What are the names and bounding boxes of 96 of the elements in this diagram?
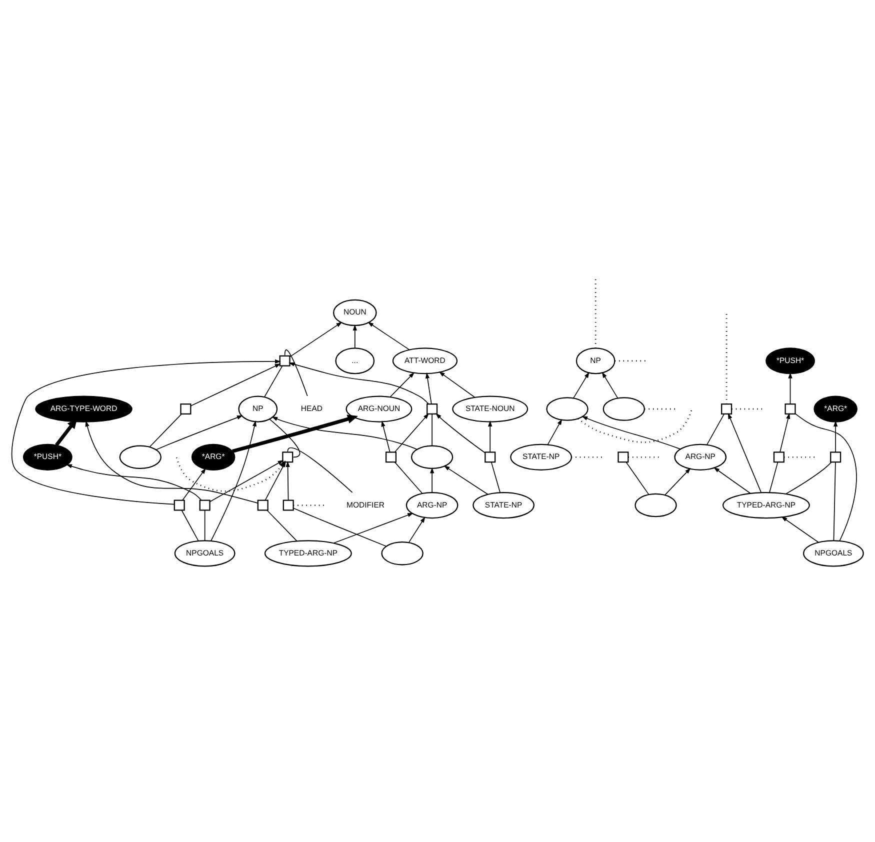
connector (490, 461, 501, 492)
arrow (664, 467, 691, 495)
node-ellipse: NPGOALS (174, 540, 236, 566)
arrow (728, 412, 762, 492)
node-ellipse (381, 541, 424, 565)
connector (571, 456, 602, 458)
node-box (426, 402, 438, 414)
arrow (602, 371, 618, 398)
arrow (288, 362, 429, 404)
arrow (438, 371, 476, 398)
node-ellipse: NP (576, 347, 616, 374)
arrow (582, 416, 681, 449)
connector (284, 348, 308, 396)
node-box (282, 451, 294, 462)
connector (769, 461, 778, 492)
connector (266, 509, 298, 541)
arrow (85, 420, 258, 504)
node-ellipse: ARG-TYPE-WORD (35, 395, 132, 422)
node-ellipse: ... (335, 347, 375, 374)
connector (732, 408, 762, 410)
connector (644, 408, 676, 410)
connector (149, 413, 182, 447)
node-ellipse: NPGOALS (803, 540, 864, 566)
node-box (180, 402, 192, 414)
node-box (484, 451, 496, 462)
node-ellipse (634, 492, 677, 517)
arrow (381, 420, 390, 452)
node-box (199, 499, 210, 510)
connector (786, 461, 832, 494)
connector (292, 507, 387, 546)
connector (293, 504, 324, 506)
node-box (830, 451, 842, 462)
arrow (488, 420, 492, 452)
arrow (430, 466, 434, 492)
node-box (282, 499, 294, 510)
node-box (773, 451, 784, 462)
connector (394, 461, 423, 494)
node-box (784, 402, 796, 414)
node-box (174, 499, 185, 510)
node-box (721, 402, 732, 414)
node-box (257, 499, 268, 510)
arrow (368, 321, 410, 350)
connector (614, 360, 646, 362)
connector (181, 509, 199, 541)
node-box (279, 354, 290, 366)
arrow (547, 418, 562, 445)
arrow (444, 464, 488, 494)
arrow (232, 414, 358, 452)
connector (794, 412, 857, 541)
arrow (156, 414, 243, 450)
node-box (618, 451, 629, 462)
node-ellipse (602, 396, 645, 420)
arrow (714, 466, 751, 494)
connector (706, 413, 725, 445)
connector (578, 408, 692, 442)
connector (204, 509, 206, 540)
node-box (385, 451, 397, 462)
arrow (352, 324, 357, 348)
arrow (780, 412, 790, 452)
node-ellipse: TYPED-ARG-NP (722, 491, 810, 518)
node-ellipse: ARG-NP (674, 443, 727, 470)
node-ellipse: TYPED-ARG-NP (264, 540, 352, 566)
arrow (66, 464, 202, 500)
arrow (182, 467, 206, 500)
arrow (11, 358, 281, 504)
arrow (788, 372, 792, 404)
arrow (394, 412, 430, 452)
node-text: HEAD (300, 403, 323, 412)
node-ellipse: *ARG* (191, 443, 236, 470)
arrow (210, 420, 256, 541)
arrow (781, 516, 819, 542)
arrow (834, 420, 838, 452)
arrow (425, 372, 432, 404)
node-ellipse: *PUSH* (766, 347, 815, 374)
arrow (436, 412, 486, 453)
node-ellipse: STATE-NOUN (452, 395, 528, 422)
arrow (390, 372, 415, 397)
node-ellipse: ATT-WORD (392, 347, 458, 374)
connector (833, 461, 836, 540)
node-ellipse (119, 444, 162, 469)
arrow (573, 371, 590, 398)
node-ellipse: *ARG* (814, 395, 858, 422)
node-ellipse: STATE-NP (472, 491, 534, 518)
connector (264, 365, 283, 397)
connector (269, 418, 300, 458)
arrow (408, 516, 426, 542)
arrow (286, 460, 290, 500)
arrow (190, 362, 281, 406)
arrow (289, 321, 342, 357)
node-ellipse: STATE-NP (510, 443, 572, 470)
node-text: MODIFIER (346, 500, 385, 509)
connector (594, 276, 596, 348)
connector (287, 446, 353, 492)
arrow (272, 416, 418, 450)
connector (626, 461, 650, 494)
arrow (333, 512, 414, 543)
